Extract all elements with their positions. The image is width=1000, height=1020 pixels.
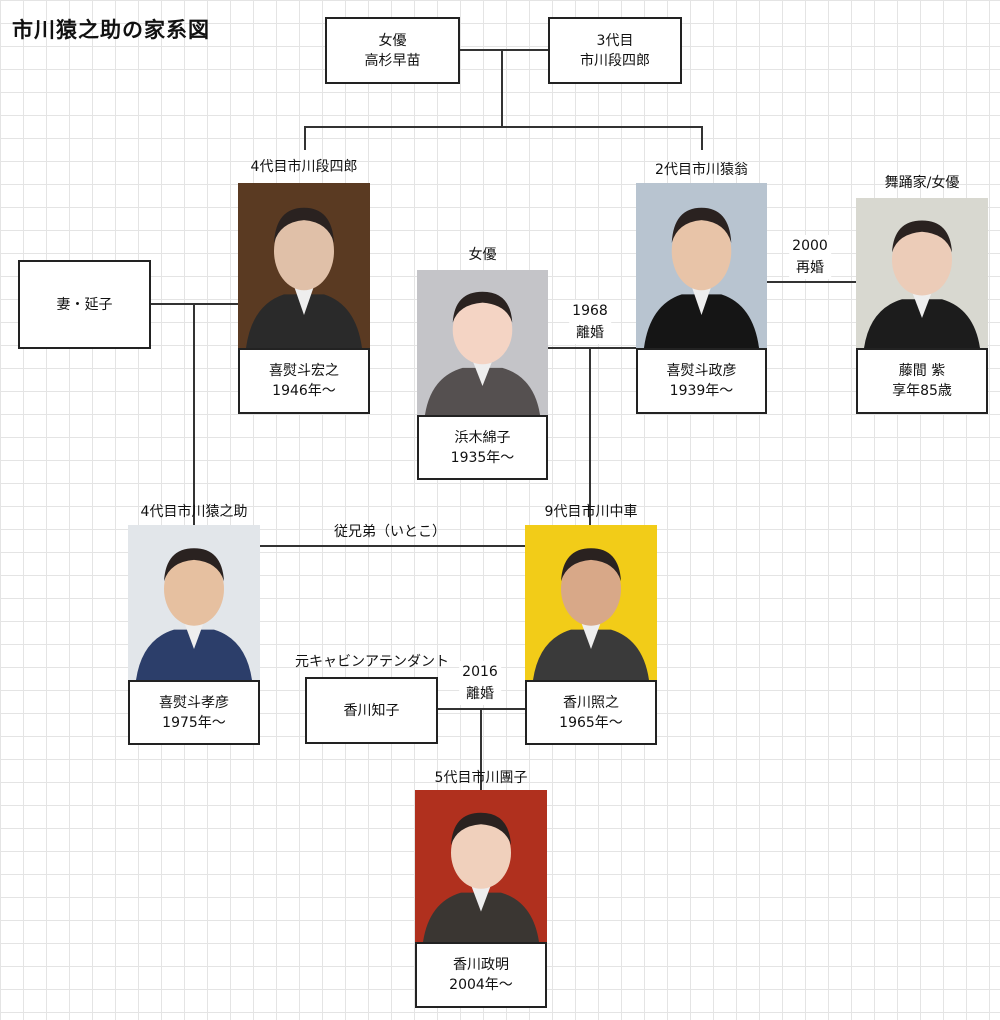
person-box-masahiko: 喜熨斗政彦 1939年～ (636, 348, 767, 414)
portrait-photo-hiroyuki (238, 183, 370, 348)
person-silhouette-icon (424, 291, 541, 415)
role-label: 5代目市川團子 (434, 770, 528, 786)
note-event: 離婚 (575, 325, 604, 341)
name-text: 香川照之 (563, 694, 619, 711)
note-year: 1968 (572, 303, 608, 319)
years-text: 1965年～ (559, 714, 623, 731)
person-box-hamaki: 浜木綿子 1935年～ (417, 415, 548, 480)
note-year: 2000 (792, 238, 828, 254)
person-silhouette-icon (246, 207, 362, 348)
person-box-kagawa-tomoko: 香川知子 (305, 677, 438, 744)
years-text: 1935年～ (450, 449, 515, 466)
role-label: 元キャビンアテンダント (295, 654, 449, 670)
role-label: 女優 (468, 247, 497, 263)
person-box-takasugi-sanae: 女優 高杉早苗 (325, 17, 460, 84)
person-silhouette-icon (533, 548, 649, 680)
name-text: 喜熨斗政彦 (666, 363, 737, 379)
portrait-photo-masaaki (415, 790, 547, 942)
name-text: 喜熨斗孝彦 (159, 694, 229, 711)
connector-line (548, 347, 636, 349)
diagram-title: 市川猿之助の家系図 (12, 18, 210, 42)
years-text: 2004年～ (449, 977, 513, 993)
role-label: 2代目市川猿翁 (655, 162, 748, 178)
note-event: 再婚 (795, 260, 824, 276)
divorce-note-1968: 1968 離婚 (569, 300, 611, 344)
years-text: 1975年～ (162, 714, 226, 731)
name-text: 喜熨斗宏之 (269, 363, 339, 379)
note-event: 離婚 (465, 686, 494, 702)
role-label: 舞踊家/女優 (884, 175, 960, 191)
cousins-note: 従兄弟（いとこ） (334, 524, 446, 540)
person-box-masaaki: 香川政明 2004年～ (415, 942, 547, 1008)
role-label: 4代目市川段四郎 (250, 159, 358, 175)
person-silhouette-icon (423, 812, 539, 942)
years-text: 1939年～ (669, 383, 734, 399)
connector-line (260, 545, 525, 547)
name-text: 藤間 紫 (898, 363, 946, 379)
connector-line (701, 126, 703, 150)
connector-line (480, 709, 482, 790)
person-box-hiroyuki: 喜熨斗宏之 1946年～ (238, 348, 370, 414)
person-box-ichikawa-danshiro-3: 3代目 市川段四郎 (548, 17, 682, 84)
role-label: 9代目市川中車 (544, 504, 638, 520)
name-text: 浜木綿子 (454, 429, 511, 446)
portrait-photo-fujima (856, 198, 988, 348)
years-text: 1946年～ (272, 383, 336, 399)
connector-line (304, 126, 703, 128)
role-label: 4代目市川猿之助 (140, 504, 248, 520)
connector-line (501, 50, 503, 127)
role-text: 女優 (378, 32, 407, 49)
person-box-nobuko: 妻・延子 (18, 260, 151, 349)
name-text: 妻・延子 (56, 296, 113, 313)
person-silhouette-icon (136, 548, 252, 680)
note-year: 2016 (462, 664, 498, 680)
divorce-note-2016: 2016 離婚 (459, 661, 501, 705)
person-box-fujima: 藤間 紫 享年85歳 (856, 348, 988, 414)
name-text: 高杉早苗 (364, 52, 421, 69)
portrait-photo-hamaki (417, 270, 548, 415)
portrait-photo-takahiko (128, 525, 260, 680)
years-text: 享年85歳 (892, 383, 952, 399)
portrait-photo-masahiko (636, 183, 767, 348)
person-silhouette-icon (643, 207, 760, 348)
person-box-teruyuki: 香川照之 1965年～ (525, 680, 657, 745)
remarriage-note-2000: 2000 再婚 (789, 235, 831, 279)
name-text: 市川段四郎 (580, 52, 650, 69)
connector-line (589, 348, 591, 525)
name-text: 香川政明 (453, 957, 509, 973)
role-text: 3代目 (596, 32, 634, 49)
connector-line (460, 49, 548, 51)
connector-line (767, 281, 856, 283)
connector-line (304, 126, 306, 150)
portrait-photo-teruyuki (525, 525, 657, 680)
person-box-takahiko: 喜熨斗孝彦 1975年～ (128, 680, 260, 745)
connector-line (193, 304, 195, 525)
name-text: 香川知子 (343, 702, 400, 719)
person-silhouette-icon (864, 220, 980, 348)
